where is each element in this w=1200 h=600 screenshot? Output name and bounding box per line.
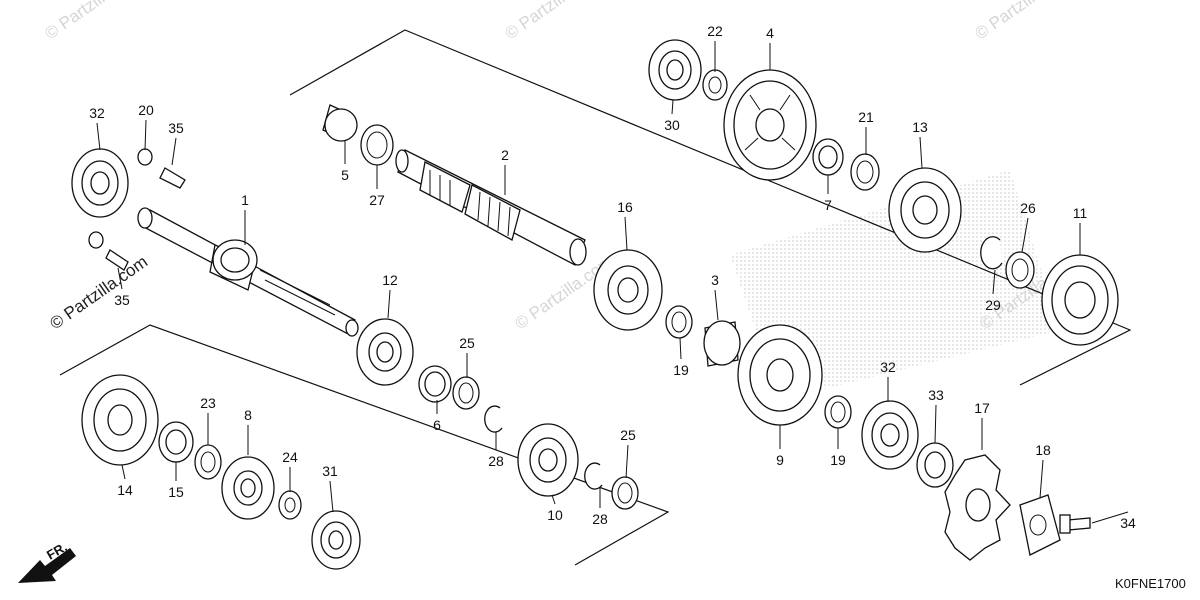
gear-11 [1041, 254, 1119, 346]
gear-13 [888, 167, 962, 253]
leader-line-19 [679, 337, 682, 360]
collar-6 [418, 365, 452, 403]
fixing-plate-18 [1019, 494, 1061, 556]
collar-7 [812, 138, 844, 176]
part-label-25[interactable]: 25 [459, 335, 475, 351]
leader-line-30 [671, 99, 674, 115]
part-label-23[interactable]: 23 [200, 395, 216, 411]
part-label-32[interactable]: 32 [89, 105, 105, 121]
leader-line-20 [144, 119, 147, 151]
part-label-17[interactable]: 17 [974, 400, 990, 416]
part-label-28[interactable]: 28 [488, 453, 504, 469]
bearing-32-right [861, 400, 919, 470]
part-label-15[interactable]: 15 [168, 484, 184, 500]
bearing-33 [916, 442, 954, 488]
part-label-13[interactable]: 13 [912, 119, 928, 135]
circlips [484, 236, 1003, 490]
part-label-35[interactable]: 35 [168, 120, 184, 136]
leader-line-18 [1039, 459, 1044, 499]
gear-4 [723, 69, 817, 181]
part-label-22[interactable]: 22 [707, 23, 723, 39]
part-label-28[interactable]: 28 [592, 511, 608, 527]
part-label-29[interactable]: 29 [985, 297, 1001, 313]
bolts-35 [105, 167, 186, 271]
leader-line-16 [624, 216, 628, 251]
leader-line-35 [117, 267, 123, 290]
part-label-3[interactable]: 3 [711, 272, 719, 288]
leader-line-10 [551, 494, 556, 505]
countershaft [395, 149, 587, 266]
part-label-21[interactable]: 21 [858, 109, 874, 125]
part-label-24[interactable]: 24 [282, 449, 298, 465]
part-label-18[interactable]: 18 [1035, 442, 1051, 458]
leader-line-32 [96, 122, 101, 151]
leader-line-13 [919, 136, 923, 169]
part-label-6[interactable]: 6 [433, 417, 441, 433]
leader-line-12 [387, 289, 391, 319]
mainshaft [137, 207, 359, 337]
part-label-8[interactable]: 8 [244, 407, 252, 423]
bearing-32-left [71, 148, 129, 218]
part-label-11[interactable]: 11 [1073, 205, 1088, 221]
mainshaft-frame [59, 324, 670, 566]
drive-sprocket-17 [944, 454, 1011, 561]
leader-line-29 [992, 269, 996, 295]
leader-line-14 [121, 464, 126, 480]
gear-16 [593, 249, 663, 331]
diagram-code: K0FNE1700 [1115, 576, 1186, 591]
leader-line-34 [1091, 511, 1129, 524]
part-label-31[interactable]: 31 [322, 463, 338, 479]
part-label-16[interactable]: 16 [617, 199, 633, 215]
watermark-2: © Partzilla.com [501, 0, 606, 43]
gear-8 [221, 456, 275, 520]
collar-5 [322, 104, 358, 142]
gear-9 [737, 324, 823, 426]
gear-14 [81, 374, 159, 466]
part-label-19[interactable]: 19 [830, 452, 846, 468]
part-label-9[interactable]: 9 [776, 452, 784, 468]
part-label-25[interactable]: 25 [620, 427, 636, 443]
collar-3 [703, 320, 741, 367]
part-label-12[interactable]: 12 [382, 272, 398, 288]
part-label-10[interactable]: 10 [547, 507, 563, 523]
leader-line-33 [934, 404, 937, 444]
part-label-35[interactable]: 35 [114, 292, 130, 308]
leader-line-25 [625, 444, 629, 479]
bearing-30 [648, 39, 702, 101]
part-label-19[interactable]: 19 [673, 362, 689, 378]
part-label-33[interactable]: 33 [928, 387, 944, 403]
part-label-5[interactable]: 5 [341, 167, 349, 183]
needle-bearing-15 [158, 421, 194, 463]
washers [88, 69, 1035, 520]
leader-line-26 [1021, 217, 1029, 253]
part-label-1[interactable]: 1 [241, 192, 249, 208]
part-label-20[interactable]: 20 [138, 102, 154, 118]
part-label-4[interactable]: 4 [766, 25, 774, 41]
part-label-34[interactable]: 34 [1120, 515, 1136, 531]
part-label-14[interactable]: 14 [117, 482, 133, 498]
watermark-1: © Partzilla.com [41, 0, 146, 43]
watermark-3: © Partzilla.com [971, 0, 1076, 43]
leader-line-3 [714, 289, 719, 321]
leader-line-31 [329, 480, 334, 513]
bolt-34 [1059, 514, 1091, 534]
part-label-30[interactable]: 30 [664, 117, 680, 133]
part-label-7[interactable]: 7 [824, 197, 832, 213]
part-label-2[interactable]: 2 [501, 147, 509, 163]
gear-12 [356, 318, 414, 386]
part-label-26[interactable]: 26 [1020, 200, 1036, 216]
bearing-31 [311, 510, 361, 570]
part-label-27[interactable]: 27 [369, 192, 385, 208]
front-arrow-icon: FR. [18, 539, 76, 583]
leader-line-35 [171, 137, 177, 166]
watermark-dark: © Partzilla.com [46, 252, 151, 333]
gear-10 [517, 423, 579, 497]
part-label-32[interactable]: 32 [880, 359, 896, 375]
